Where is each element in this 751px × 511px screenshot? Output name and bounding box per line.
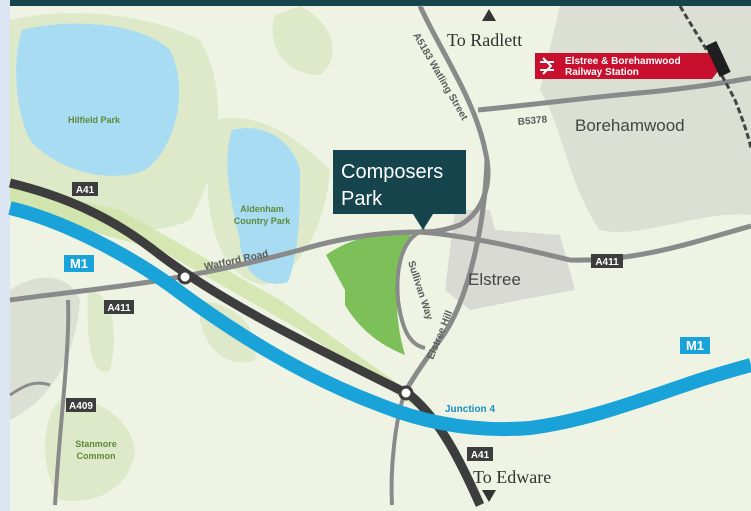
svg-text:A411: A411 [107,303,131,314]
roundabout-junction-4 [398,385,414,401]
label-stanmore-line-1: Stanmore [75,439,117,449]
a409-road [53,299,71,506]
svg-text:A41: A41 [76,185,95,196]
svg-text:A41: A41 [471,450,490,461]
callout-title-line-1: Composers [341,161,443,183]
label-junction-4: Junction 4 [445,404,495,415]
railway-station-badge: Elstree & Borehamwood Railway Station [535,41,731,79]
label-b5378: B5378 [517,114,548,128]
south-arrow-icon [482,490,496,502]
b5378-road [477,75,751,113]
direction-north-label: To Radlett [447,30,522,50]
label-aldenham-line-1: Aldenham [240,204,284,214]
top-border [0,0,751,6]
minor-road-west [9,381,51,397]
label-aldenham-line-2: Country Park [234,216,292,226]
composers-park-callout: Composers Park [333,150,466,230]
svg-text:A411: A411 [595,257,619,268]
railway-station-line-2: Railway Station [565,67,639,78]
m1-motorway [8,201,751,437]
badge-m1-right: M1 [680,337,710,354]
railway-station-line-1: Elstree & Borehamwood [565,56,681,67]
callout-title-line-2: Park [341,188,383,210]
motorway-green-corridor [10,185,420,410]
badge-a41-bottom: A41 [467,447,493,461]
direction-south-label: To Edware [473,467,551,487]
lake-aldenham [227,127,300,284]
svg-text:M1: M1 [686,338,704,353]
label-stanmore-line-2: Common [77,451,116,461]
label-hilfield-park: Hilfield Park [68,115,121,125]
svg-text:A409: A409 [69,401,93,412]
badge-a409: A409 [66,398,96,412]
badge-a41-top: A41 [72,182,98,196]
green-area-stanmore [45,399,135,501]
elstree-hill-road [402,159,490,394]
place-borehamwood: Borehamwood [575,116,685,135]
national-rail-icon [540,57,554,75]
badge-m1-left: M1 [64,255,94,272]
place-elstree: Elstree [468,270,521,289]
sullivan-way-road [395,228,426,350]
svg-text:M1: M1 [70,256,88,271]
roundabout-watford-road [177,269,193,285]
callout-pointer [413,214,433,230]
station-platform-icon [705,41,731,77]
minor-road-south [389,391,407,506]
north-arrow-icon [482,9,496,21]
left-edge-strip [0,0,10,511]
railway-badge-shape [535,53,722,79]
callout-box [333,150,466,214]
lake-hilfield [16,23,180,176]
badge-a411-left: A411 [104,300,134,314]
composers-park-site [326,231,412,355]
railway-line [678,5,751,151]
badge-a411-right: A411 [591,254,623,268]
green-area-north [272,6,333,75]
